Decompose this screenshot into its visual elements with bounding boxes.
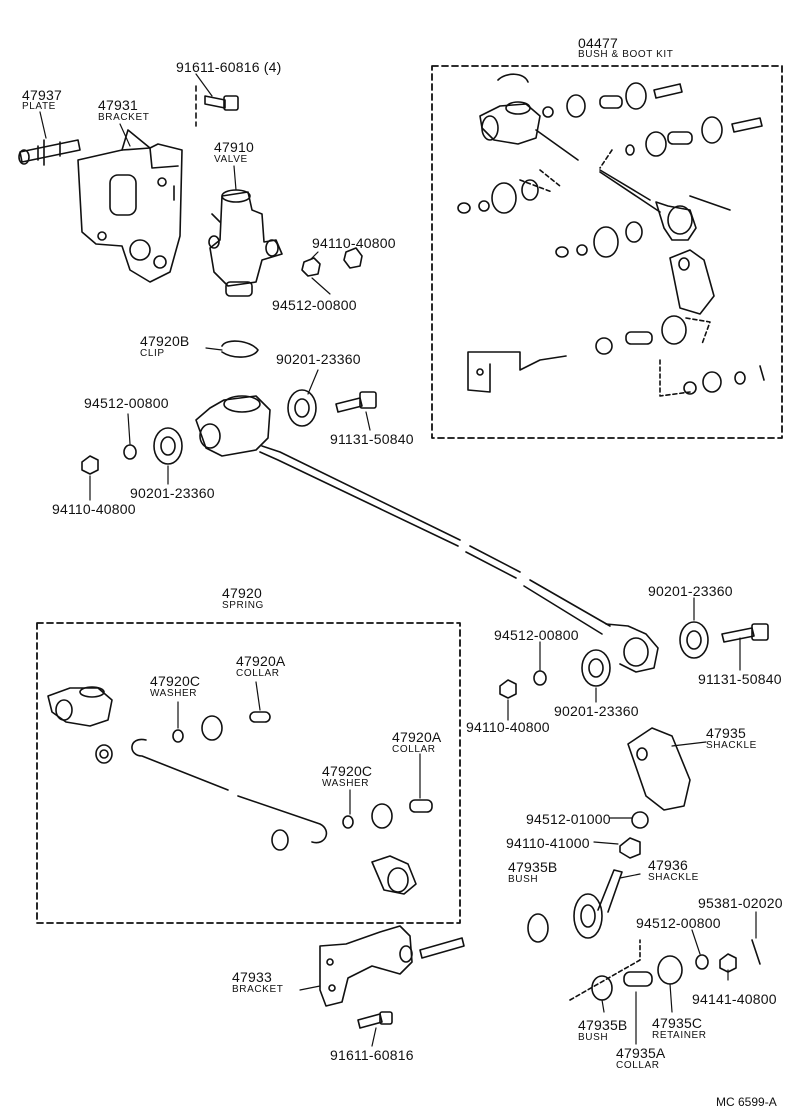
control-rod-assembly <box>195 395 659 673</box>
part-number-label: 91611-60816 (4) <box>176 59 282 75</box>
part-number-label: 94110-40800 <box>466 719 550 735</box>
part-number-label: 47937 <box>22 87 62 103</box>
part-number-label: 94512-00800 <box>272 297 357 313</box>
valve-part <box>208 189 283 297</box>
clip-part <box>221 340 259 358</box>
bracket-part <box>77 129 183 283</box>
part-name-label: SHACKLE <box>706 740 757 751</box>
part-number-label: 95381-02020 <box>698 895 783 911</box>
part-number-label: 47935B <box>578 1017 628 1033</box>
part-name-label: WASHER <box>150 688 198 699</box>
part-name-label: BRACKET <box>98 112 150 123</box>
kit-upper-parts <box>479 73 763 241</box>
part-number-label: 47931 <box>98 97 138 113</box>
diagram-reference-code: MC 6599-A <box>716 1095 777 1109</box>
kit-middle-parts <box>457 179 765 397</box>
part-name-label: COLLAR <box>616 1060 660 1071</box>
part-number-label: 47935A <box>616 1045 666 1061</box>
bolt-part <box>195 85 239 127</box>
part-number-label: 47920 <box>222 585 262 601</box>
part-name-label: VALVE <box>214 154 248 165</box>
part-number-label: 91131-50840 <box>330 431 414 447</box>
part-number-label: 94110-41000 <box>506 835 590 851</box>
part-number-label: 94512-01000 <box>526 811 611 827</box>
part-name-label: BRACKET <box>232 984 284 995</box>
part-name-label: RETAINER <box>652 1030 707 1041</box>
washer-part <box>81 389 769 699</box>
lower-bracket-part <box>319 925 465 1029</box>
part-number-label: 94110-40800 <box>312 235 396 251</box>
part-number-label: 47920B <box>140 333 190 349</box>
part-number-label: 47920C <box>322 763 373 779</box>
part-number-label: 91131-50840 <box>698 671 782 687</box>
part-number-label: 90201-23360 <box>130 485 215 501</box>
part-number-label: 47933 <box>232 969 272 985</box>
part-name-label: BUSH <box>508 874 539 885</box>
part-number-label: 47935C <box>652 1015 703 1031</box>
spring-kit-parts <box>47 686 433 895</box>
part-number-label: 94110-40800 <box>52 501 136 517</box>
lower-shackle-parts <box>527 869 761 1001</box>
part-number-label: 94141-40800 <box>692 991 777 1007</box>
part-name-label: COLLAR <box>236 668 280 679</box>
part-number-label: 47910 <box>214 139 254 155</box>
part-number-label: 47935B <box>508 859 558 875</box>
part-number-label: 47935 <box>706 725 746 741</box>
part-number-label: 94512-00800 <box>84 395 169 411</box>
part-number-label: 47920C <box>150 673 201 689</box>
part-number-label: 04477 <box>578 35 618 51</box>
plate-part <box>18 139 81 166</box>
nut-part <box>301 247 363 277</box>
part-name-label: SPRING <box>222 600 264 611</box>
part-number-label: 91611-60816 <box>330 1047 414 1063</box>
part-number-label: 90201-23360 <box>276 351 361 367</box>
shackle-part <box>619 727 691 859</box>
part-number-label: 94512-00800 <box>636 915 721 931</box>
part-name-label: PLATE <box>22 101 56 112</box>
part-name-label: CLIP <box>140 348 165 359</box>
part-number-label: 90201-23360 <box>648 583 733 599</box>
part-name-label: BUSH <box>578 1032 609 1043</box>
bush-boot-kit-box <box>431 65 783 439</box>
part-number-label: 47920A <box>392 729 442 745</box>
part-number-label: 47936 <box>648 857 688 873</box>
part-name-label: BUSH & BOOT KIT <box>578 49 674 60</box>
part-name-label: SHACKLE <box>648 872 699 883</box>
part-name-label: WASHER <box>322 778 370 789</box>
part-name-label: COLLAR <box>392 744 436 755</box>
part-number-label: 47920A <box>236 653 286 669</box>
part-number-label: 90201-23360 <box>554 703 639 719</box>
spring-kit-box <box>36 622 461 924</box>
part-number-label: 94512-00800 <box>494 627 579 643</box>
leader-lines <box>39 73 757 1047</box>
